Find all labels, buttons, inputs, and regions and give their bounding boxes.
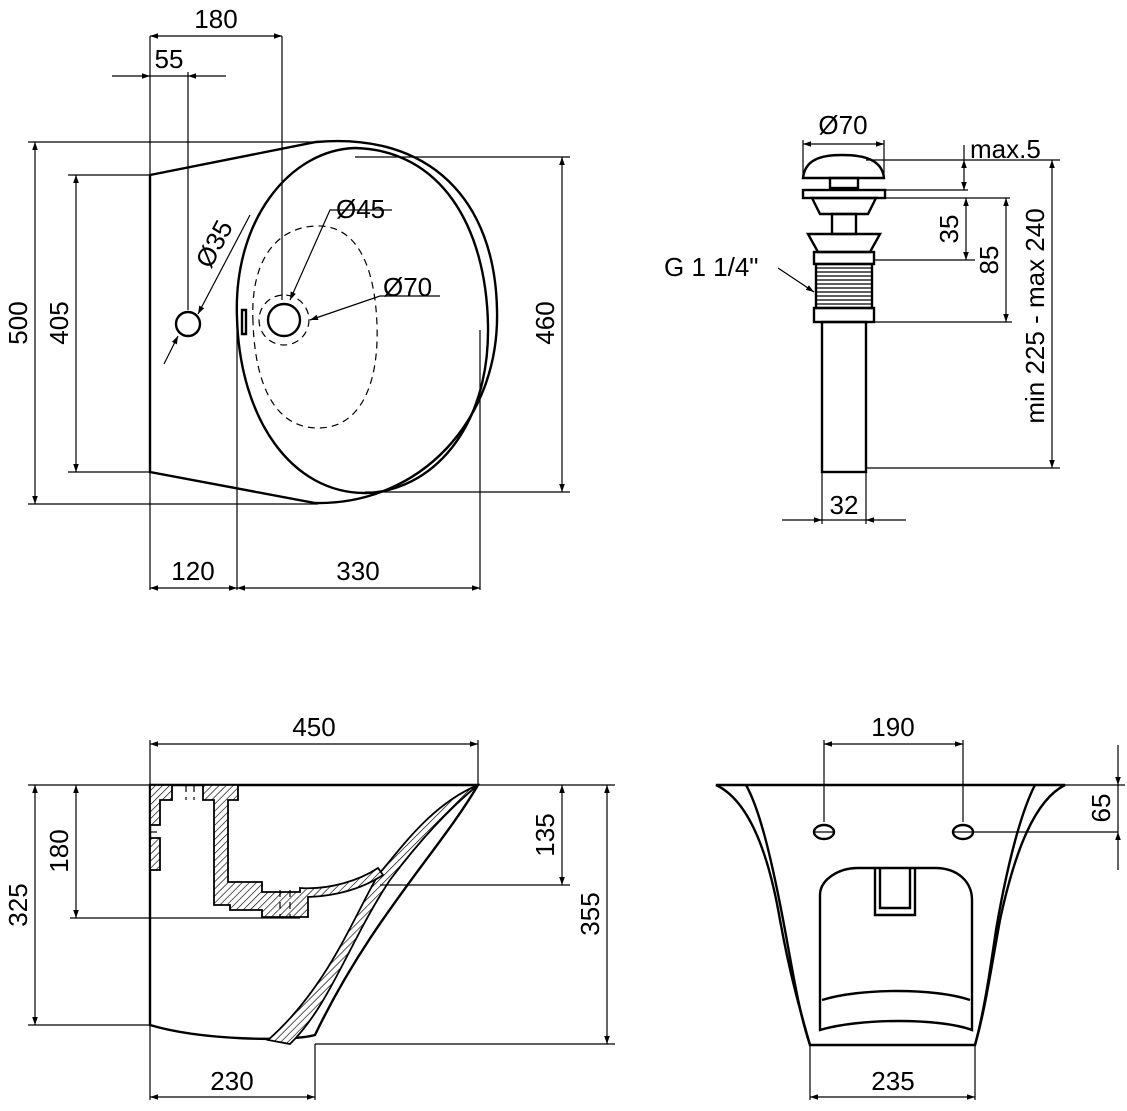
drain-flange	[258, 294, 310, 346]
back-inner-opening	[818, 866, 974, 1032]
drain-pipe-dim-label: 32	[830, 490, 859, 520]
dim-tap-hole-label: Ø35	[189, 215, 239, 272]
basin-outline	[148, 139, 499, 505]
drain-pipe	[820, 320, 868, 474]
back-65-label: 65	[1086, 794, 1116, 823]
side-355-label: 355	[575, 892, 605, 935]
dim-330-label: 330	[336, 556, 379, 586]
side-230-label: 230	[210, 1066, 253, 1096]
back-drain-cutout	[873, 868, 917, 917]
side-450-label: 450	[292, 712, 335, 742]
overflow-slot	[240, 308, 248, 336]
drain-thread	[814, 262, 874, 310]
drain-hole	[266, 302, 302, 338]
mounting-hole-left	[812, 823, 836, 841]
dim-55-label: 55	[155, 44, 184, 74]
tap-hole	[174, 310, 202, 338]
dim-500-label: 500	[3, 301, 33, 344]
drain-cap-dim-label: Ø70	[818, 110, 867, 140]
dim-180-label: 180	[194, 4, 237, 34]
back-235-label: 235	[871, 1066, 914, 1096]
mounting-hole-right	[951, 823, 1118, 841]
side-view: 450 180 325 135 355 230	[3, 712, 615, 1100]
drain-range-label: min 225 - max 240	[1020, 208, 1050, 423]
basin-rim	[235, 146, 490, 495]
side-bowl-section	[202, 784, 385, 918]
drain-85-label: 85	[974, 246, 1004, 275]
back-view: 190 65 235	[715, 712, 1125, 1100]
top-view: 180 55 Ø35 Ø45 Ø70 500 405 460 120 330	[3, 4, 570, 591]
dim-405-label: 405	[44, 301, 74, 344]
drain-max-label: max.5	[970, 134, 1041, 164]
back-190-label: 190	[871, 712, 914, 742]
side-back-wall	[149, 784, 173, 826]
dim-flange-label: Ø70	[383, 272, 432, 302]
dim-drain-label: Ø45	[336, 194, 385, 224]
side-325-label: 325	[3, 883, 33, 926]
drain-view: Ø70 max.5 35 85 min 225 - max 240 G 1 1/…	[664, 110, 1060, 524]
side-front-wall[interactable]	[266, 784, 479, 1045]
side-180-label: 180	[44, 829, 74, 872]
drain-35-label: 35	[934, 215, 964, 244]
thread-label: G 1 1/4"	[664, 252, 759, 282]
drain-cap	[801, 153, 886, 180]
side-135-label: 135	[530, 813, 560, 856]
dim-460-label: 460	[530, 301, 560, 344]
dim-120-label: 120	[171, 556, 214, 586]
thread-lines	[816, 267, 872, 305]
side-outline	[148, 783, 481, 1041]
bowl-hidden-line	[252, 225, 378, 429]
